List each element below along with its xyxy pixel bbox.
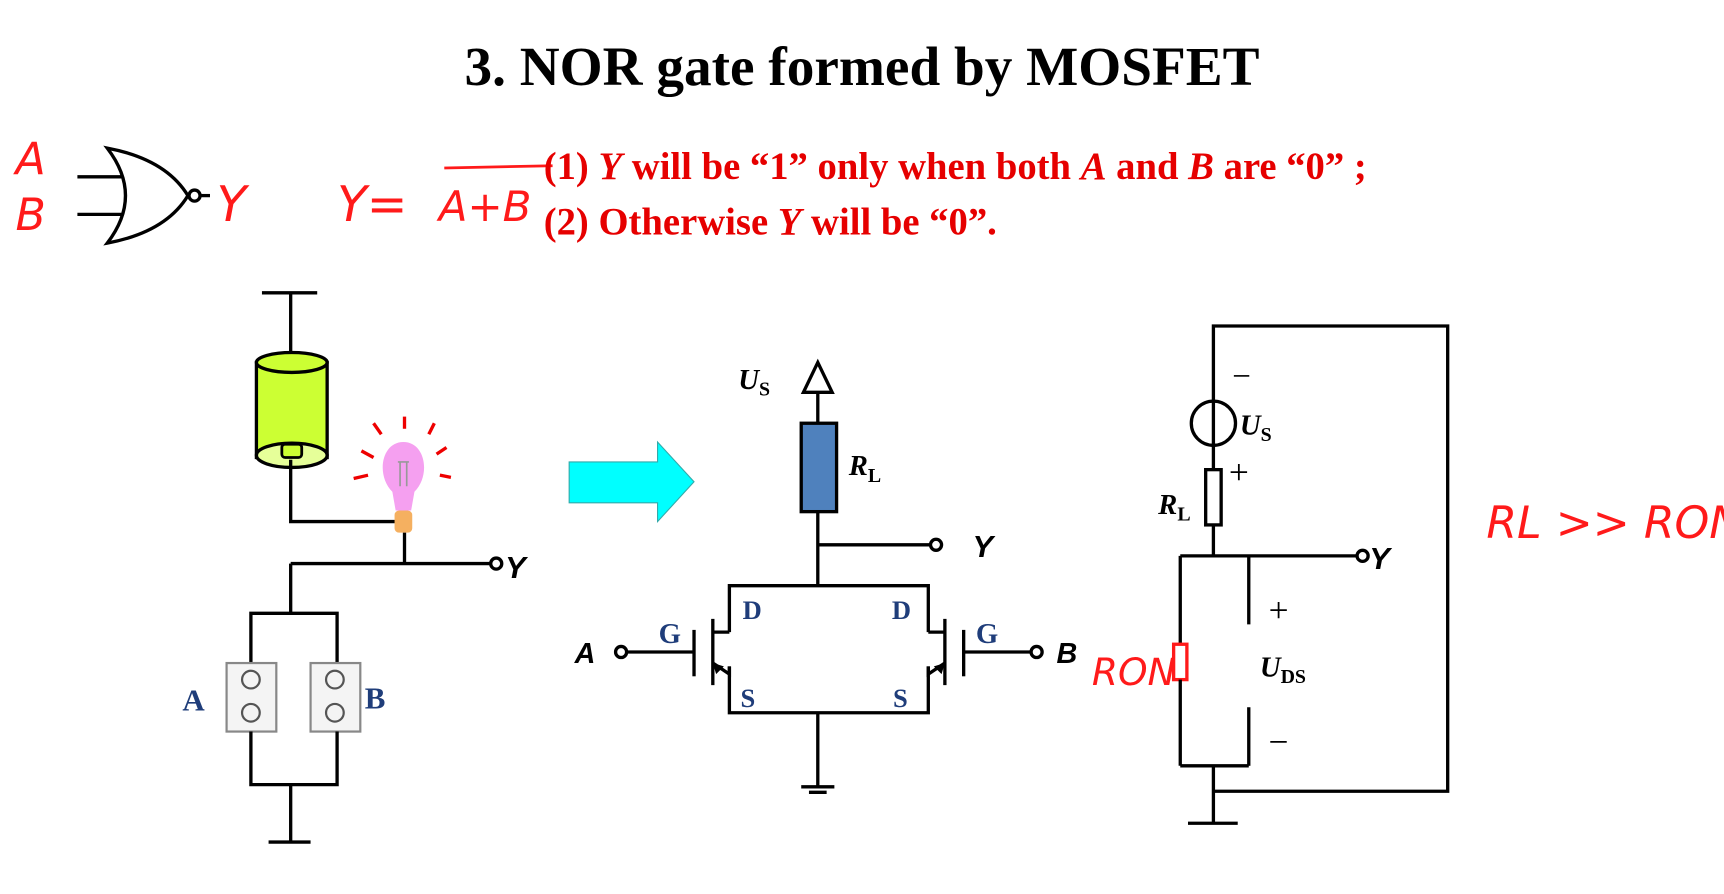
overbar [444,164,553,170]
switch-a-icon [225,661,278,733]
supply-icon [800,358,835,394]
gate-b-label: G [976,618,998,650]
equiv-supply-label: US [1240,409,1272,446]
switch-b-icon [309,661,362,733]
switch-b-label: B [365,680,386,715]
statement-2: (2) Otherwise Y will be “0”. [544,201,997,243]
source-b-label: S [893,683,908,713]
source-a-label: S [740,683,755,713]
equivalent-circuit: − US + RL Y + UDS − RON [1092,324,1450,825]
switch-circuit: Y A B [182,291,528,844]
gate-a-label: G [659,618,681,650]
left-output-y: Y [505,550,528,585]
drain-b-label: D [892,595,911,625]
switch-a-label: A [182,683,205,718]
load-resistor [799,421,839,514]
light-bulb-icon [353,416,452,533]
hand-input-a: A [13,135,46,186]
mosfet-output-y: Y [973,529,996,564]
hand-ron-label: RON [1092,650,1176,694]
arrow-right-icon [568,440,695,524]
nor-gate-icon [77,145,211,246]
slide-title: 3. NOR gate formed by MOSFET [465,36,1260,97]
handwritten-nor-gate: A B Y Y= A+B [13,135,553,246]
mosfet-input-a: A [574,638,596,670]
uds-minus: − [1269,722,1289,762]
mosfet-supply-label: US [738,364,770,401]
hand-equation-rhs: A+B [436,182,532,231]
hand-equation-lhs: Y= [337,177,407,233]
uds-plus: + [1269,590,1289,630]
mosfet-input-b: B [1056,638,1077,670]
supply-minus: − [1232,358,1251,395]
mosfet-resistor-label: RL [848,450,881,487]
equiv-output-y: Y [1369,541,1392,576]
supply-plus: + [1229,452,1249,492]
equiv-resistor-label: RL [1157,489,1190,526]
hand-comparison: RL >> RON [1486,498,1724,549]
hand-input-b: B [16,190,46,241]
equiv-load-resistor [1204,467,1223,527]
drain-a-label: D [743,595,762,625]
statement-1: (1) Y will be “1” only when both A and B… [544,146,1367,188]
battery-icon [254,350,329,470]
uds-label: UDS [1260,651,1306,688]
hand-output-y: Y [217,177,250,233]
mosfet-nor-circuit: US RL Y A G D S B G D S [574,358,1077,794]
